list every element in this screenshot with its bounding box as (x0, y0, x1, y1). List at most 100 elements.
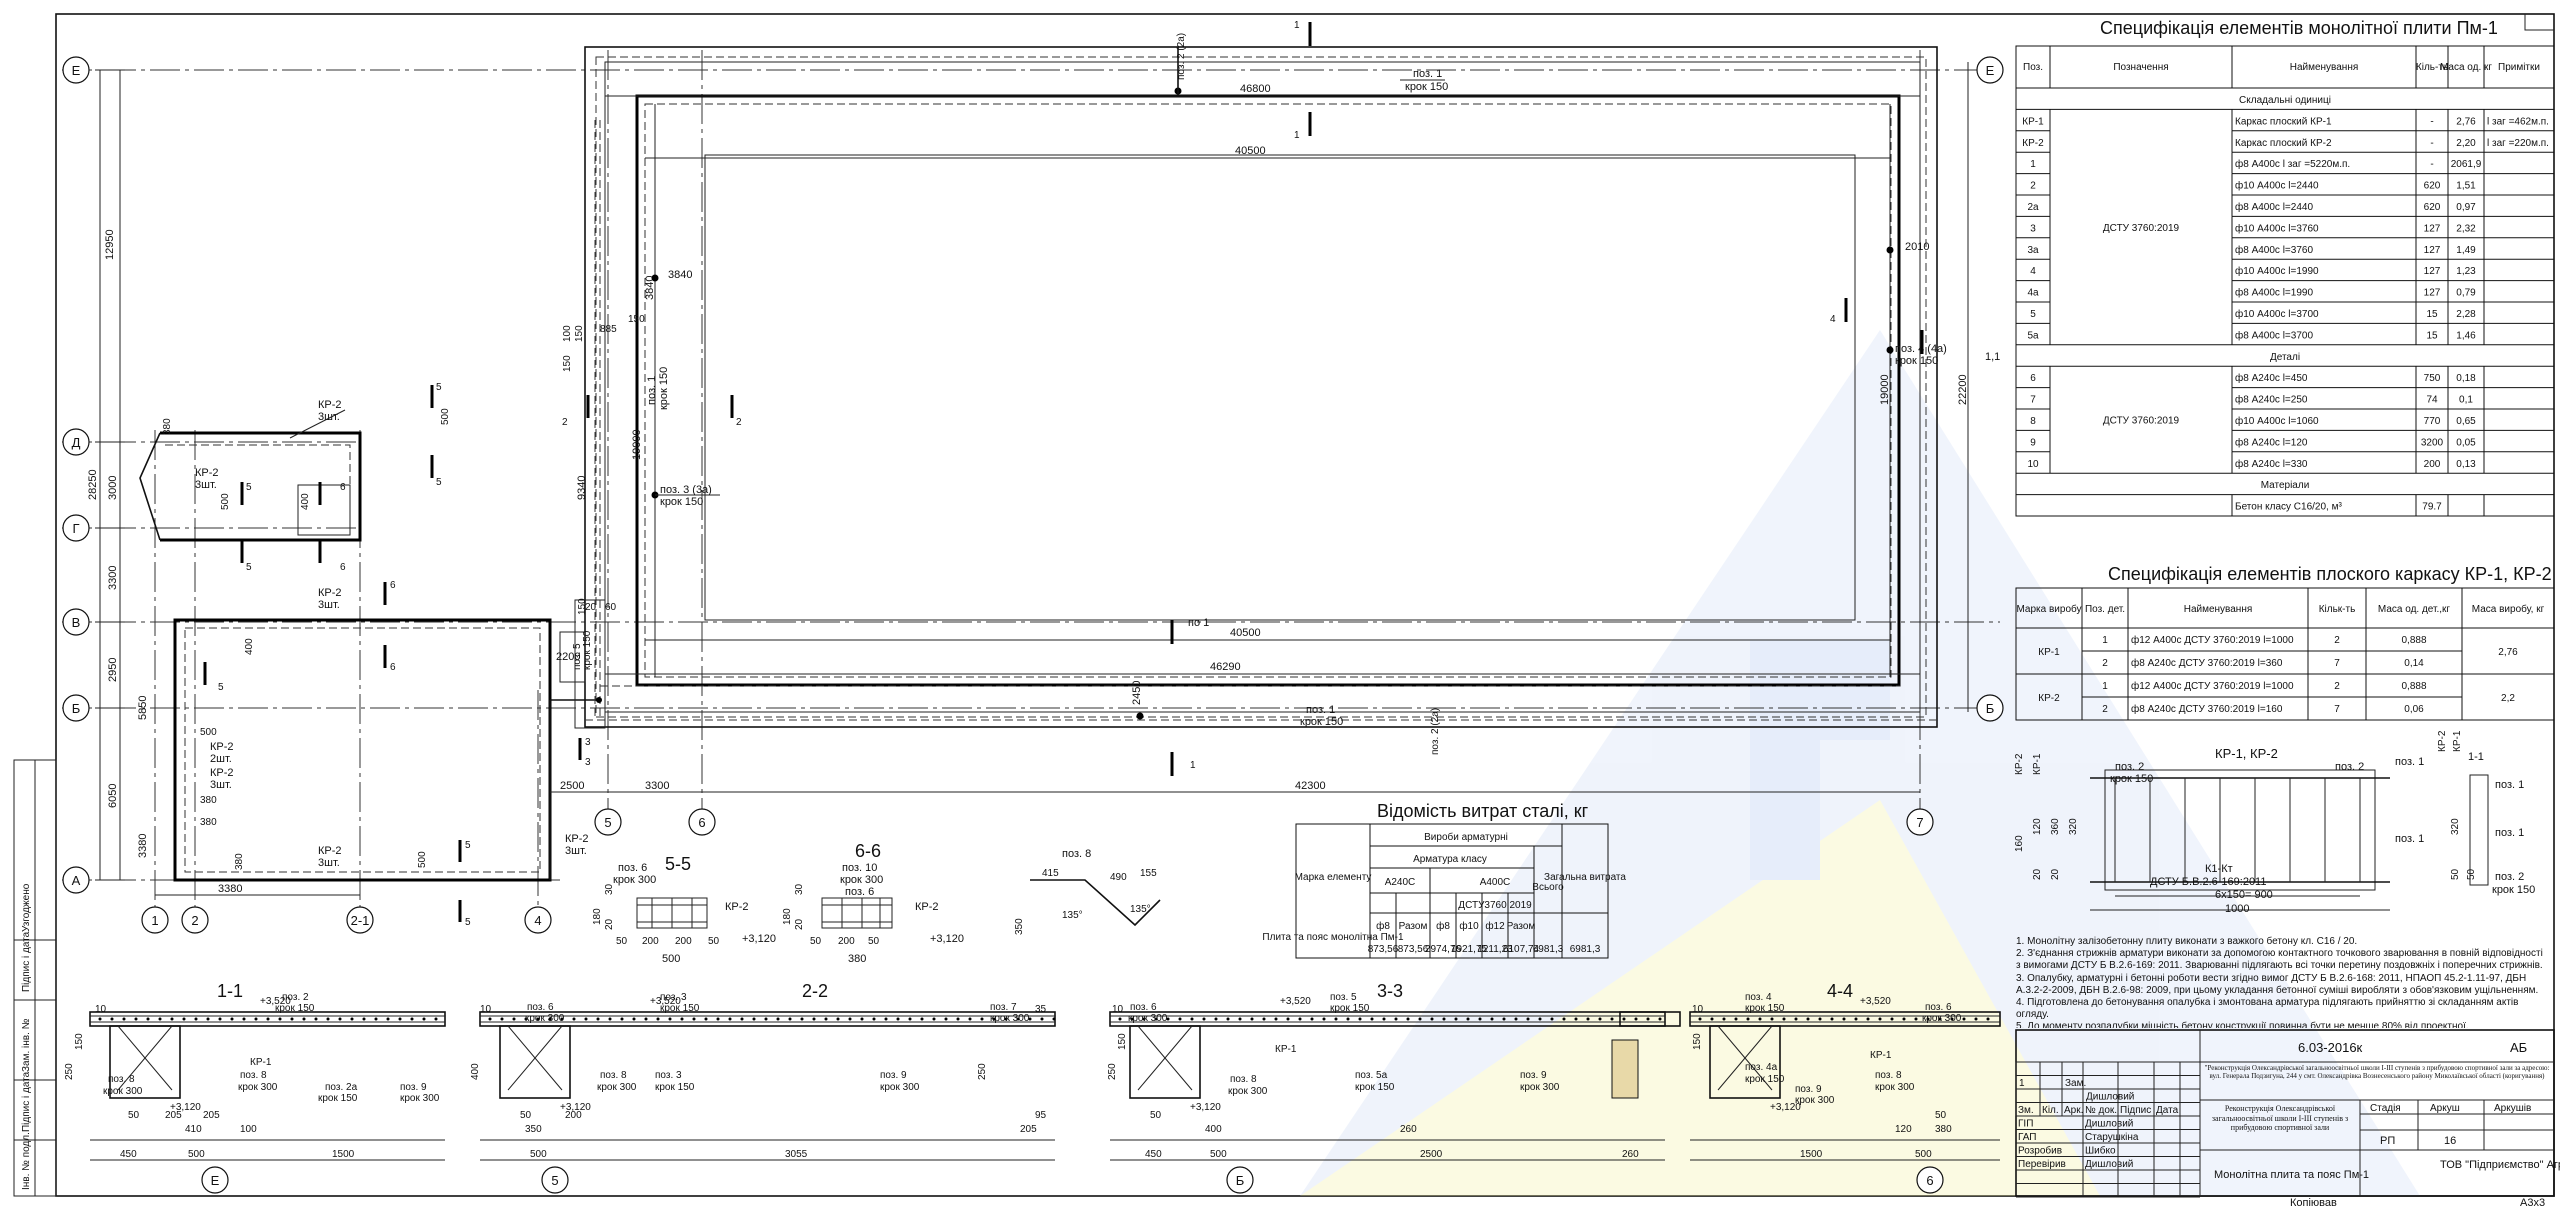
rebar-dot (1442, 1017, 1446, 1021)
tb-rev1: Зам. (2065, 1078, 2086, 1089)
section-dim: 1500 (332, 1149, 355, 1160)
lbl-kr2-e: КР-2 (210, 767, 234, 779)
section-dim-v: 250 (977, 1063, 988, 1080)
section-label: поз. 9 (1520, 1070, 1547, 1081)
section-label: поз. 8 (1875, 1070, 1902, 1081)
spec1-mass: 2,20 (2456, 138, 2476, 149)
section-dim-v: 250 (64, 1063, 75, 1080)
spec1-header: Примітки (2498, 62, 2540, 73)
rebar-dot (302, 1017, 306, 1021)
axis-label-v: 6 (698, 815, 705, 830)
rebar-dot (896, 1017, 900, 1021)
section-label: крок 300 (103, 1086, 143, 1097)
axis-bubble-h (1976, 56, 2004, 84)
poz8-a1: 135° (1062, 910, 1083, 921)
rebar-dot (1586, 1017, 1590, 1021)
steel-h-class: Арматура класу (1413, 854, 1487, 865)
spec1-mass: 2,28 (2456, 309, 2476, 320)
section-label: поз. 5 (1330, 992, 1357, 1003)
rebar-dot (254, 1017, 258, 1021)
poz8-d415: 415 (1042, 868, 1059, 879)
rebar-dot (512, 1017, 516, 1021)
rebar-dot (788, 1017, 792, 1021)
rebar-dot (1154, 1017, 1158, 1021)
axis-bubble-v (1906, 808, 1934, 836)
section-elev: +3,520 (1280, 996, 1311, 1007)
dim-380-d: 380 (234, 853, 245, 870)
frame-d50b: 50 (2466, 868, 2477, 880)
tb-role-name: Старушкіна (2085, 1132, 2139, 1143)
tb-format: А3х3 (2520, 1197, 2545, 1207)
section-axis-label: 5 (551, 1173, 558, 1188)
dim-19000: 19000 (631, 429, 643, 460)
frame-d120: 120 (2032, 818, 2043, 835)
axis-bubble-h (62, 608, 90, 636)
spec1-header: Позначення (2113, 62, 2168, 73)
tb-rev1: 1 (2019, 1078, 2025, 1089)
sec55-d200b: 200 (675, 936, 692, 947)
cut5-c: 5 (246, 482, 252, 493)
spec1-mass: 1,49 (2456, 245, 2476, 256)
rebar-dot (1406, 1017, 1410, 1021)
steel-col: ф8 (1376, 920, 1390, 932)
rebar-dot (1842, 1017, 1846, 1021)
frame-d320b: 320 (2450, 818, 2461, 835)
lbl-kr2-g-qty: 3шт. (565, 845, 587, 857)
rebar-dot (1334, 1017, 1338, 1021)
dim-2500: 2500 (560, 780, 584, 792)
dim-500-b: 500 (220, 493, 231, 510)
spec1-name: ф8 А400с l=1990 (2235, 287, 2313, 299)
spec2-qty: 7 (2334, 704, 2340, 715)
dim-500-c: 500 (200, 727, 217, 738)
tb-rev-h: Дата (2156, 1105, 2179, 1116)
frame-d50: 50 (2450, 868, 2461, 880)
spec1-qty: 15 (2426, 330, 2438, 341)
rebar-dot (110, 1017, 114, 1021)
spec1-mass: 1,51 (2456, 181, 2476, 192)
note-item: 5. До моменту розпалубки міцність бетону… (2016, 1021, 2469, 1028)
spec1-mass: 0,05 (2456, 437, 2476, 448)
spec2-mass: 0,888 (2401, 681, 2426, 692)
spec1-header: Найменування (2290, 62, 2359, 73)
sec66-krok: крок 300 (840, 874, 883, 886)
dim-150-a: 150 (628, 314, 645, 325)
cut5-f: 5 (465, 840, 471, 851)
cut3-a: 3 (585, 737, 591, 748)
dim-400-b: 400 (244, 638, 255, 655)
sec66-d200: 200 (838, 936, 855, 947)
spec1-poz: КР-2 (2022, 138, 2044, 149)
steel-value: 873,56 (1368, 944, 1399, 955)
section-label: крок 300 (525, 1013, 565, 1024)
rebar-dot (206, 1017, 210, 1021)
spec1-poz: 3 (2030, 223, 2036, 234)
rebar-dot (1746, 1017, 1750, 1021)
frame-d20b: 20 (2050, 868, 2061, 880)
dim-400-a: 400 (300, 493, 311, 510)
rebar-dot (752, 1017, 756, 1021)
spec1-name: ф8 А400с l заг =5220м.п. (2235, 158, 2350, 170)
spec1-name: ф8 А400с l=3760 (2235, 244, 2313, 256)
rebar-dot (182, 1017, 186, 1021)
rebar-dot (230, 1017, 234, 1021)
section-label: поз. 8 (600, 1070, 627, 1081)
rebar-dot (1430, 1017, 1434, 1021)
sec66-d380: 380 (848, 953, 866, 965)
lbl-kr2-g: КР-2 (565, 833, 589, 845)
spec1-qty: 127 (2424, 245, 2441, 256)
slab-end (1619, 1011, 1681, 1027)
frame-krok-c: крок 150 (2492, 884, 2535, 896)
rebar-dot (812, 1017, 816, 1021)
rebar-dot (1190, 1017, 1194, 1021)
rebar-dot (1550, 1017, 1554, 1021)
rebar-dot (824, 1017, 828, 1021)
cut5-a: 5 (436, 382, 442, 393)
spec1-qty: 127 (2424, 223, 2441, 234)
tb-object-box: Реконструкція Олександрівської загальноо… (2212, 1104, 2348, 1132)
steel-title: Відомість витрат сталі, кг (1377, 801, 1589, 821)
dim-3380-b: 3380 (218, 883, 242, 895)
spec1-poz: 5 (2030, 309, 2036, 320)
frame-krok: крок 150 (2110, 773, 2153, 785)
axis-label-h: Б (1986, 701, 1995, 716)
corner-box (2524, 14, 2554, 31)
spec2-poz: 1 (2102, 635, 2108, 646)
